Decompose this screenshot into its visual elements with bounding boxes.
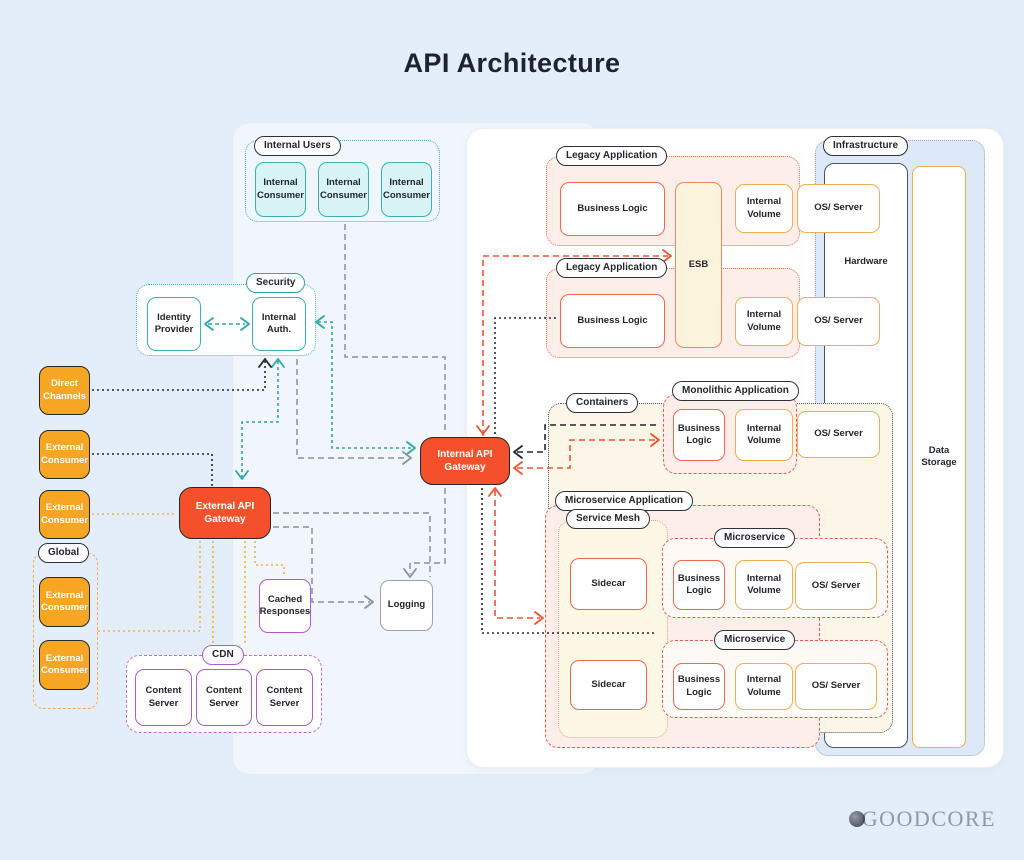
node-esb: ESB — [675, 182, 722, 348]
node-internal-volume-4: Internal Volume — [735, 560, 793, 610]
pill-containers: Containers — [566, 393, 639, 413]
node-content-server-3: Content Server — [256, 669, 313, 726]
node-internal-consumer-1: Internal Consumer — [255, 162, 306, 217]
node-external-consumer-1: External Consumer — [39, 430, 90, 479]
node-business-logic-legacy-2: Business Logic — [560, 294, 665, 348]
node-os-server-1: OS/ Server — [797, 184, 880, 233]
node-business-logic-microservice-1: Business Logic — [673, 560, 725, 610]
node-internal-auth: Internal Auth. — [252, 297, 306, 351]
pill-monolithic-application: Monolithic Application — [672, 381, 799, 401]
node-logging: Logging — [380, 580, 433, 631]
node-content-server-2: Content Server — [196, 669, 252, 726]
node-internal-api-gateway: Internal API Gateway — [420, 437, 510, 485]
node-identity-provider: Identity Provider — [147, 297, 201, 351]
node-internal-consumer-2: Internal Consumer — [318, 162, 369, 217]
node-internal-volume-3: Internal Volume — [735, 409, 793, 461]
pill-infrastructure: Infrastructure — [823, 136, 909, 156]
node-os-server-5: OS/ Server — [795, 663, 877, 710]
pill-microservice-application: Microservice Application — [555, 491, 693, 511]
node-internal-volume-5: Internal Volume — [735, 663, 793, 710]
pill-legacy-application-2: Legacy Application — [556, 258, 668, 278]
node-direct-channels: Direct Channels — [39, 366, 90, 415]
node-sidecar-1: Sidecar — [570, 558, 647, 610]
goodcore-logo-icon — [848, 811, 865, 827]
node-global-external-consumer-1: External Consumer — [39, 577, 90, 627]
pill-internal-users: Internal Users — [254, 136, 341, 156]
pill-microservice-2: Microservice — [714, 630, 796, 650]
group-internal-users — [245, 140, 440, 222]
node-internal-volume-2: Internal Volume — [735, 297, 793, 346]
node-content-server-1: Content Server — [135, 669, 192, 726]
node-os-server-4: OS/ Server — [795, 562, 877, 610]
node-business-logic-monolithic: Business Logic — [673, 409, 725, 461]
node-os-server-2: OS/ Server — [797, 297, 880, 346]
node-global-external-consumer-2: External Consumer — [39, 640, 90, 690]
node-data-storage: Data Storage — [912, 166, 966, 748]
node-external-api-gateway: External API Gateway — [179, 487, 271, 539]
pill-cdn: CDN — [202, 645, 244, 665]
node-business-logic-microservice-2: Business Logic — [673, 663, 725, 710]
node-external-consumer-2: External Consumer — [39, 490, 90, 539]
pill-microservice-1: Microservice — [714, 528, 796, 548]
pill-legacy-application-1: Legacy Application — [556, 146, 668, 166]
node-internal-volume-1: Internal Volume — [735, 184, 793, 233]
node-sidecar-2: Sidecar — [570, 660, 647, 710]
pill-service-mesh: Service Mesh — [566, 509, 650, 529]
goodcore-logo-text: GOODCORE — [861, 806, 996, 831]
pill-security: Security — [246, 273, 306, 293]
node-internal-consumer-3: Internal Consumer — [381, 162, 432, 217]
node-cached-responses: Cached Responses — [259, 579, 311, 633]
pill-global: Global — [38, 543, 90, 563]
goodcore-logo: GOODCORE — [848, 806, 996, 832]
node-os-server-3: OS/ Server — [797, 411, 880, 458]
page-title: API Architecture — [403, 48, 621, 78]
node-business-logic-legacy-1: Business Logic — [560, 182, 665, 236]
